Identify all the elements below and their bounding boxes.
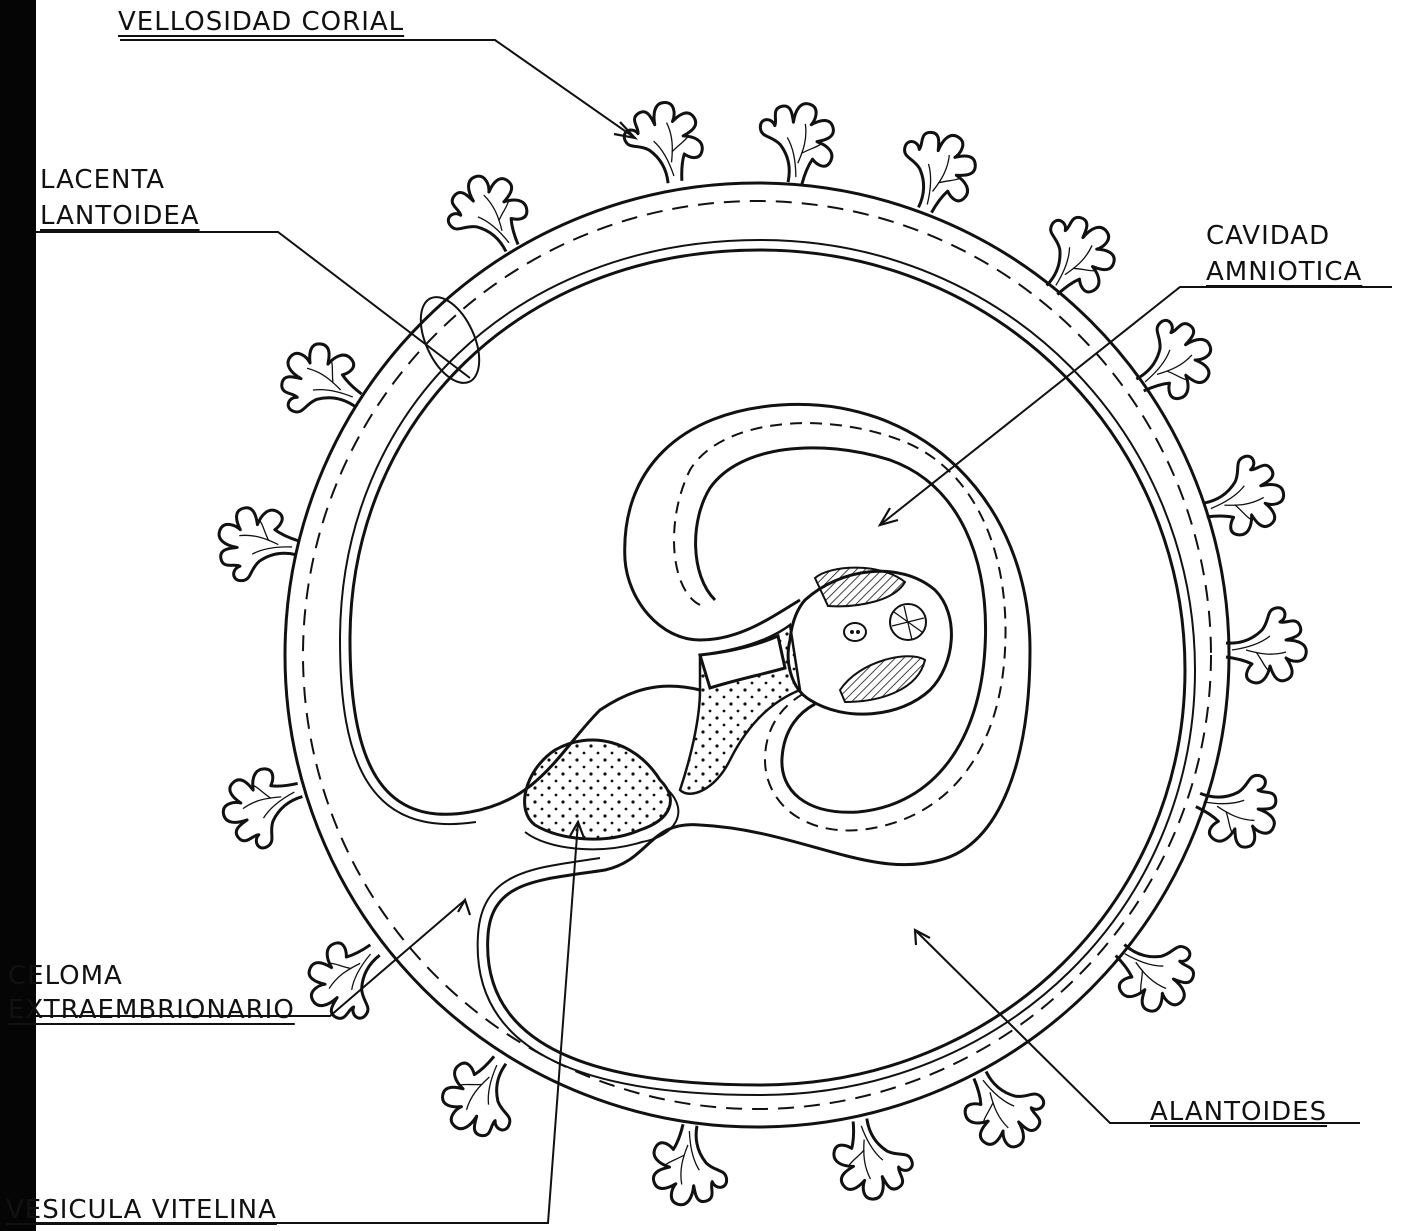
- label-cavidad-line1: CAVIDAD: [1206, 222, 1330, 250]
- label-celoma-line2: EXTRAEMBRIONARIO: [8, 996, 295, 1024]
- label-placenta-line1: LACENTA: [40, 166, 165, 194]
- label-alantoides: ALANTOIDES: [1150, 1098, 1327, 1126]
- label-vellosidad-corial: VELLOSIDAD CORIAL: [118, 8, 404, 36]
- label-celoma-line1: CELOMA: [8, 962, 123, 990]
- label-vesicula-vitelina: VESICULA VITELINA: [6, 1196, 277, 1224]
- leader-lines: [36, 40, 1392, 1223]
- yolk-sac: [525, 740, 671, 839]
- label-placenta-line2: LANTOIDEA: [40, 202, 200, 230]
- label-cavidad-line2: AMNIOTICA: [1206, 258, 1362, 286]
- arrow-heads: [458, 122, 930, 945]
